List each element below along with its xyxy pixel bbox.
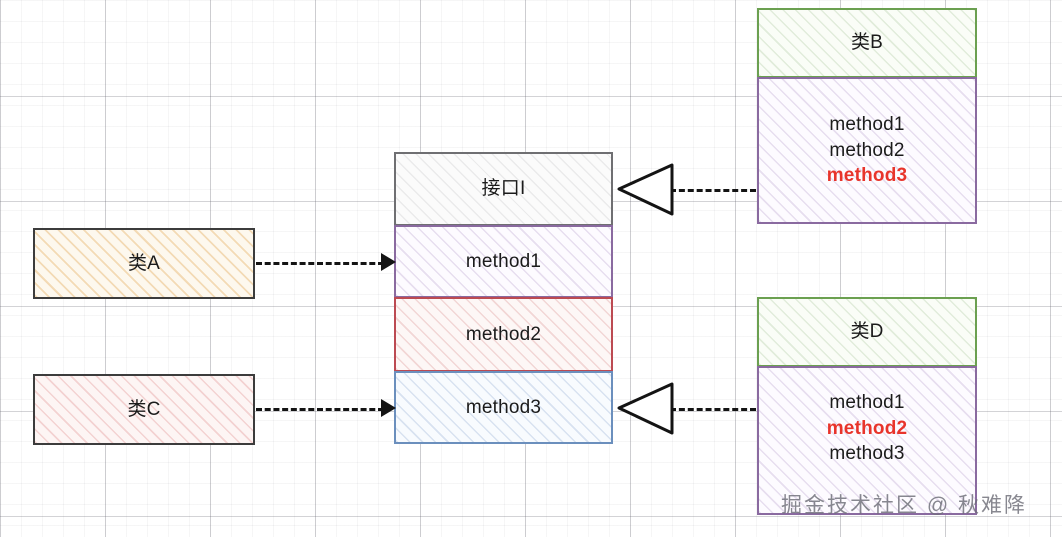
class-b-method-list: method1 method2 method3 xyxy=(827,112,908,188)
connector-a-to-method1 xyxy=(256,262,384,265)
class-d-method-3: method3 xyxy=(829,443,905,465)
class-d-method-2: method2 xyxy=(826,417,908,439)
hollow-triangle-icon xyxy=(617,163,674,216)
connector-d-to-method3 xyxy=(670,408,756,411)
class-d-method-1: method1 xyxy=(829,392,905,414)
class-b-body[interactable]: method1 method2 method3 xyxy=(757,77,977,224)
class-box-c[interactable]: 类C xyxy=(33,374,255,445)
interface-method3-section[interactable]: method3 xyxy=(394,371,613,444)
class-b-method-2: method2 xyxy=(829,139,905,161)
interface-title: 接口I xyxy=(481,178,526,200)
realization-triangle-b xyxy=(617,163,674,216)
class-b-method-1: method1 xyxy=(829,114,905,136)
class-b-title: 类B xyxy=(850,32,884,54)
class-c-label: 类C xyxy=(127,398,161,420)
interface-method1-section[interactable]: method1 xyxy=(394,225,613,298)
arrowhead-a-to-method1 xyxy=(381,253,396,271)
interface-method3-label: method3 xyxy=(465,396,542,418)
interface-method2-label: method2 xyxy=(465,323,542,345)
class-d-method-list: method1 method2 method3 xyxy=(827,390,908,466)
class-d-title: 类D xyxy=(850,321,884,343)
class-box-a[interactable]: 类A xyxy=(33,228,255,299)
arrowhead-c-to-method3 xyxy=(381,399,396,417)
connector-c-to-method3 xyxy=(256,408,384,411)
realization-triangle-d xyxy=(617,382,674,435)
interface-method1-label: method1 xyxy=(465,250,542,272)
class-b-method-3: method3 xyxy=(826,165,908,187)
class-b-header[interactable]: 类B xyxy=(757,8,977,78)
watermark-text: 掘金技术社区 @ 秋难降 xyxy=(781,494,1027,517)
interface-method2-section[interactable]: method2 xyxy=(394,297,613,372)
connector-b-to-interface xyxy=(670,189,756,192)
class-d-header[interactable]: 类D xyxy=(757,297,977,367)
class-a-label: 类A xyxy=(127,252,161,274)
interface-header-section[interactable]: 接口I xyxy=(394,152,613,226)
hollow-triangle-icon xyxy=(617,382,674,435)
